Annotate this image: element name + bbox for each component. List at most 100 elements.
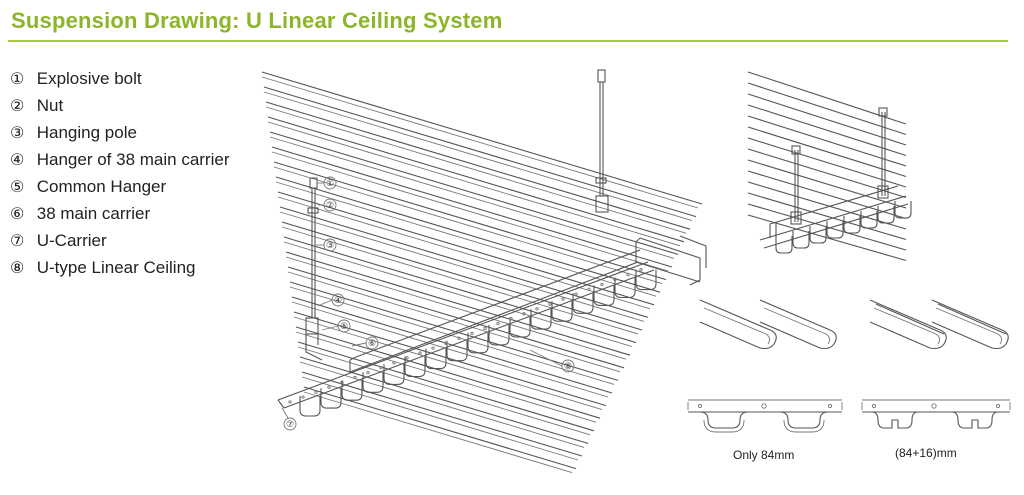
inset-strip-edge — [747, 71, 907, 125]
ceiling-strip-edge — [265, 101, 691, 230]
ceiling-strip-edge — [267, 121, 681, 247]
u-strip-end — [341, 380, 363, 401]
main-carrier-38 — [349, 235, 707, 373]
legend-item: ⑦ U-Carrier — [10, 231, 107, 250]
carrier-hole — [288, 400, 292, 404]
ceiling-strip-edge — [279, 206, 649, 318]
ceiling-strip-edge — [285, 251, 631, 356]
carrier-hole — [340, 380, 344, 385]
component-legend: ① Explosive bolt ② Nut ③ Hanging pole ④ … — [10, 66, 230, 282]
inset-perspective-view — [747, 71, 912, 262]
ceiling-strip-edge — [263, 91, 693, 222]
ceiling-strip-edge — [297, 346, 591, 436]
u-profile-84-16 — [869, 299, 947, 350]
carrier-hole — [366, 370, 370, 375]
carrier-section-84 — [687, 399, 843, 433]
callouts: ① ② ③ ④ ⑤ ⑥ ⑦ ⑧ — [281, 176, 575, 431]
u-strip-end — [299, 396, 321, 417]
ceiling-strip-edge — [275, 176, 661, 293]
inset-u-end — [826, 221, 844, 239]
inset-u-end — [775, 236, 793, 254]
carrier-hole — [509, 317, 513, 321]
ceiling-strip-edge — [269, 131, 679, 255]
u-strip-end — [488, 324, 510, 346]
ceiling-strip-edge — [281, 226, 639, 335]
carrier-section-84-16 — [861, 399, 1011, 429]
u-strip-end — [509, 317, 531, 338]
ceiling-strip-edge — [273, 166, 663, 285]
ceiling-strip-edge — [275, 181, 657, 297]
carrier-hole — [327, 385, 331, 389]
inset-strip-edge — [747, 137, 907, 188]
u-strip-end — [383, 364, 405, 385]
callout-3: ③ — [326, 241, 334, 251]
ceiling-strip-edge — [283, 236, 637, 344]
inset-strip-edge — [747, 181, 907, 230]
inset-strip-edge — [747, 93, 907, 146]
callout-7: ⑦ — [286, 420, 294, 430]
title-underline — [8, 40, 1008, 42]
ceiling-strip-edge — [273, 161, 667, 281]
inset-u-end — [894, 201, 912, 219]
ceiling-strip-edge — [287, 271, 621, 373]
u-profile-84-16 — [931, 299, 1009, 350]
callout-6: ⑥ — [368, 339, 376, 349]
legend-item: ① Explosive bolt — [10, 69, 142, 88]
ceiling-strip-edge — [295, 331, 597, 423]
carrier-hole — [392, 361, 396, 365]
ceiling-strips — [261, 71, 703, 474]
callout-2: ② — [326, 201, 334, 211]
u-strip-end — [362, 372, 384, 393]
carrier-hole — [561, 297, 565, 301]
ceiling-strip-edge — [281, 221, 643, 331]
carrier-hole — [431, 346, 435, 350]
ceiling-strip-edge — [261, 76, 699, 209]
carrier-hole — [496, 321, 500, 326]
ceiling-strip-edge — [271, 146, 673, 268]
legend-item: ⑥ 38 main carrier — [10, 204, 151, 223]
u-profile-84-16-inner — [935, 307, 1003, 345]
ceiling-strip-edge — [271, 151, 669, 272]
u-profile-filler-strip — [875, 303, 945, 335]
ceiling-strip-edge — [283, 241, 633, 348]
u-strip-end — [551, 301, 573, 322]
legend-item: ④ Hanger of 38 main carrier — [10, 150, 230, 169]
inset-ceiling-strips — [747, 71, 912, 262]
ceiling-strip-edge — [277, 191, 655, 306]
inset-strip-edge — [747, 170, 907, 220]
carrier-hole — [301, 395, 305, 399]
ceiling-strip-edge — [291, 301, 609, 398]
ceiling-strip-edge — [269, 136, 675, 259]
inset-strip-edge — [747, 115, 907, 167]
u-profile-84 — [699, 299, 777, 350]
inset-u-end — [843, 216, 861, 234]
legend-item: ⑧ U-type Linear Ceiling — [10, 258, 196, 277]
inset-strip-edge — [747, 148, 907, 199]
carrier-hole — [626, 272, 630, 277]
legend-item: ② Nut — [10, 96, 64, 115]
profile-detail-84 — [699, 299, 837, 350]
inset-hanger-right — [877, 107, 889, 199]
u-strip-end — [446, 340, 468, 362]
carrier-hole — [405, 356, 409, 360]
inset-strip-edge — [747, 82, 907, 136]
u-strip-end — [530, 309, 552, 330]
carrier-hole — [639, 268, 643, 272]
callout-4: ④ — [334, 296, 342, 306]
hanging-pole-right — [595, 69, 609, 213]
inset-strip-edge — [747, 159, 907, 209]
u-profile-84-16-inner — [873, 307, 941, 345]
inset-u-carrier — [759, 185, 909, 249]
carrier-hole — [522, 312, 526, 316]
ceiling-strip-edge — [303, 391, 573, 474]
u-strip-end — [467, 332, 489, 354]
ceiling-strip-edge — [301, 371, 583, 457]
hanging-pole-left — [305, 177, 323, 361]
ceiling-strip-edge — [301, 376, 579, 461]
inset-strip-edge — [747, 126, 907, 178]
legend-item: ⑤ Common Hanger — [10, 177, 167, 196]
ceiling-strip-edge — [299, 361, 585, 448]
inset-u-end — [860, 211, 878, 229]
ceiling-strip-edge — [293, 311, 607, 407]
u-strip-end — [320, 388, 342, 409]
